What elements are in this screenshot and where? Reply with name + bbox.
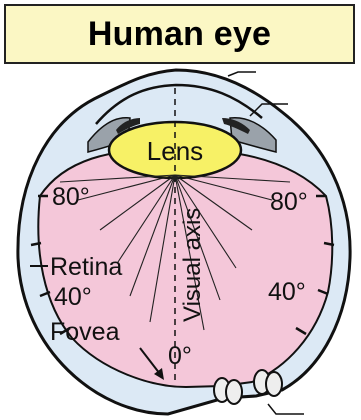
lens-label: Lens <box>147 136 203 166</box>
retina-label: Retina <box>50 253 122 281</box>
visual-axis-label: Visual axis <box>179 208 206 322</box>
deg-80-left: 80° <box>52 183 90 211</box>
deg-0-label: 0° <box>168 342 192 370</box>
fovea-label: Fovea <box>50 318 120 346</box>
deg-40-left: 40° <box>54 283 92 311</box>
deg-80-right: 80° <box>270 188 308 216</box>
deg-40-right: 40° <box>268 278 306 306</box>
